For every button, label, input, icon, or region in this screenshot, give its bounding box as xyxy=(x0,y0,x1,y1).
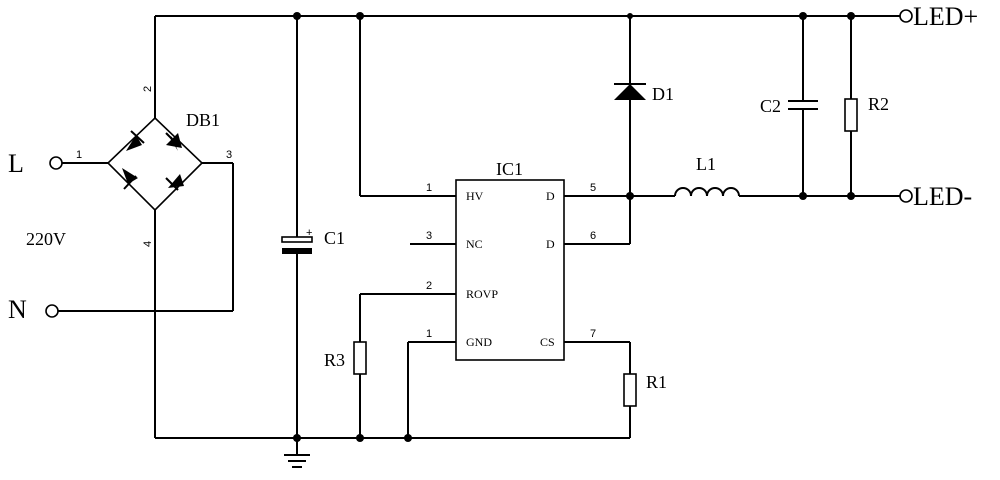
l1-label: L1 xyxy=(696,154,716,174)
pin-d6-name: D xyxy=(546,237,555,251)
pin-hv-name: HV xyxy=(466,189,484,203)
bridge-pin-4: 4 xyxy=(142,241,154,247)
junctions xyxy=(293,12,855,442)
ground-icon xyxy=(284,438,310,468)
pin-cs-num: 7 xyxy=(590,328,596,340)
c1-label: C1 xyxy=(324,228,345,248)
bottom-rail xyxy=(154,210,630,439)
c2-label: C2 xyxy=(760,96,781,116)
ic1: IC1 1 HV 3 NC 2 ROVP 1 GND 5 D 6 D 7 CS xyxy=(359,16,675,438)
terminal-led-minus: LED- xyxy=(899,182,972,211)
bridge-diode-top-right xyxy=(165,132,182,151)
led-plus-label: LED+ xyxy=(913,2,978,31)
pin-d6-num: 6 xyxy=(590,230,596,242)
bridge-diode-bottom-right xyxy=(165,174,184,191)
resistor-r3: R3 xyxy=(324,294,367,438)
pin-nc-name: NC xyxy=(466,237,483,251)
r1-label: R1 xyxy=(646,372,667,392)
bridge-rectifier: DB1 2 3 4 xyxy=(106,86,233,247)
bridge-label: DB1 xyxy=(186,110,220,130)
pin-hv-num: 1 xyxy=(426,182,432,194)
pin-rovp-name: ROVP xyxy=(466,287,498,301)
terminal-l-label: L xyxy=(8,149,24,178)
capacitor-c2: C2 xyxy=(760,16,818,196)
pin-gnd-name: GND xyxy=(466,335,492,349)
pin-nc-num: 3 xyxy=(426,230,432,242)
pin-d5-name: D xyxy=(546,189,555,203)
bridge-pin-3: 3 xyxy=(226,149,232,161)
bridge-pin-2: 2 xyxy=(142,86,154,92)
bridge-diode-top-left xyxy=(126,130,145,151)
capacitor-c1: + C1 xyxy=(281,16,345,438)
pin-d5-num: 5 xyxy=(590,182,596,194)
terminal-n: N xyxy=(8,163,234,324)
pin-rovp-num: 2 xyxy=(426,280,432,292)
d1-label: D1 xyxy=(652,84,674,104)
terminal-n-label: N xyxy=(8,295,27,324)
pin-gnd-num: 1 xyxy=(426,328,432,340)
inductor-l1: L1 xyxy=(674,154,900,197)
c1-polarity: + xyxy=(306,227,312,239)
terminal-l: L 1 xyxy=(8,149,108,178)
bridge-pin-1: 1 xyxy=(76,149,82,161)
bridge-diode-bottom-left xyxy=(122,168,138,190)
ic-label: IC1 xyxy=(496,159,523,179)
resistor-r2: R2 xyxy=(844,16,889,196)
led-minus-label: LED- xyxy=(913,182,972,211)
pin-cs-name: CS xyxy=(540,335,555,349)
top-rail xyxy=(154,15,900,118)
r3-label: R3 xyxy=(324,350,345,370)
resistor-r1: R1 xyxy=(623,342,667,438)
voltage-label: 220V xyxy=(26,229,66,249)
r2-label: R2 xyxy=(868,94,889,114)
terminal-led-plus: LED+ xyxy=(899,2,978,31)
diode-d1: D1 xyxy=(614,16,674,196)
